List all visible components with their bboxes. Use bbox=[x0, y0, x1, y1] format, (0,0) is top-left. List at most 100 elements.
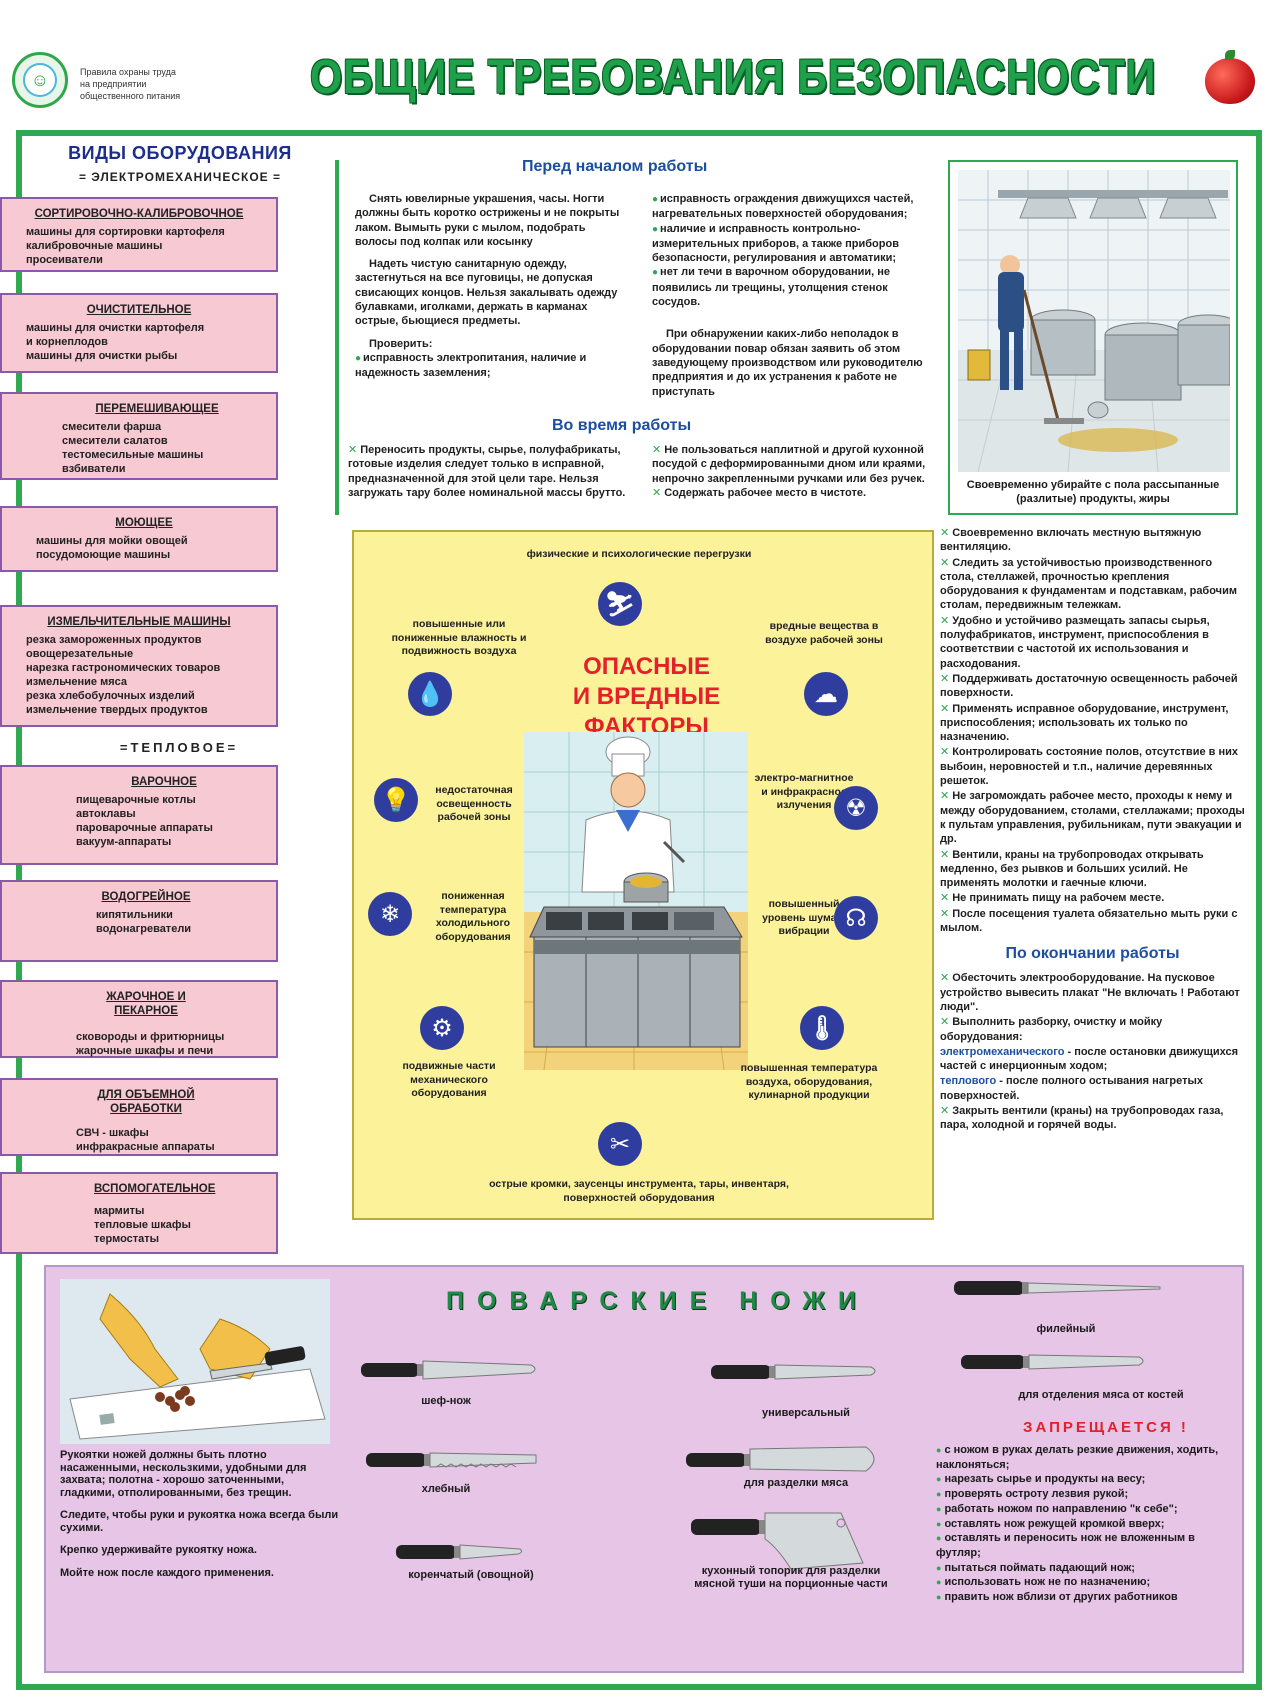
group-item: нарезка гастрономических товаров bbox=[26, 662, 221, 674]
rule-item: Вентили, краны на трубопроводах открыват… bbox=[940, 848, 1245, 891]
hazard-light: недостаточная освещенность рабочей зоны bbox=[435, 784, 513, 823]
paring-knife-icon bbox=[396, 1544, 523, 1560]
forbidden-item: пытаться поймать падающий нож; bbox=[936, 1561, 1241, 1576]
hazard-overload: физические и психологические перегрузки bbox=[526, 548, 752, 560]
during-work-col1: Переносить продукты, сырье, полуфабрикат… bbox=[348, 443, 628, 500]
cutting-hands-illustration bbox=[60, 1279, 330, 1444]
equipment-title: ВИДЫ ОБОРУДОВАНИЯ bbox=[68, 143, 292, 163]
paring-knife-label: коренчатый (овощной) bbox=[408, 1569, 534, 1581]
group-heading: СОРТИРОВОЧНО-КАЛИБРОВОЧНОЕ bbox=[34, 208, 244, 220]
divider bbox=[335, 160, 339, 515]
group-item: тестомесильные машины bbox=[62, 449, 204, 461]
cleaver-icon bbox=[691, 1512, 864, 1570]
group-item: инфракрасные аппараты bbox=[76, 1141, 215, 1153]
knives-title: ПОВАРСКИЕ НОЖИ bbox=[446, 1287, 869, 1315]
during-item-text: Содержать рабочее место в чистоте. bbox=[664, 486, 866, 499]
fillet-knife-icon bbox=[954, 1281, 1161, 1295]
noise-icon: ☊ bbox=[834, 896, 878, 940]
hazards-title: ОПАСНЫЕ И ВРЕДНЫЕ ФАКТОРЫ bbox=[509, 652, 784, 742]
group-heading: ВОДОГРЕЙНОЕ bbox=[101, 891, 191, 903]
rule-item: Не загромождать рабочее место, проходы к… bbox=[940, 789, 1245, 846]
group-heading: ИЗМЕЛЬЧИТЕЛЬНЫЕ МАШИНЫ bbox=[47, 616, 231, 628]
before-work-col2: исправность ограждения движущихся частей… bbox=[652, 192, 937, 407]
hazard-harmful: вредные вещества в воздухе рабочей зоны bbox=[765, 620, 883, 646]
forbidden-item: оставлять нож режущей кромкой вверх; bbox=[936, 1517, 1241, 1532]
logo: ☺ bbox=[12, 52, 68, 108]
rule-item: После посещения туалета обязательно мыть… bbox=[940, 907, 1245, 936]
page-title: ОБЩИЕ ТРЕБОВАНИЯ БЕЗОПАСНОСТИ bbox=[310, 51, 1157, 104]
forbidden-text: работать ножом по направлению "к себе"; bbox=[944, 1502, 1178, 1515]
rule-text: Следить за устойчивостью производственно… bbox=[940, 556, 1237, 612]
after-subitem: электромеханического - после остановки д… bbox=[940, 1045, 1245, 1074]
rule-text: Поддерживать достаточную освещенность ра… bbox=[940, 672, 1238, 700]
subtitle-line: Правила охраны труда bbox=[80, 67, 176, 77]
humidity-icon: 💧 bbox=[408, 672, 452, 716]
group-item: СВЧ - шкафы bbox=[76, 1127, 149, 1139]
forbidden-list: с ножом в руках делать резкие движения, … bbox=[936, 1443, 1241, 1605]
group-item: просеиватели bbox=[26, 254, 103, 266]
check-item-text: исправность ограждения движущихся частей… bbox=[652, 193, 914, 221]
check-item-text: исправность электропитания, наличие и на… bbox=[355, 351, 587, 380]
forbidden-text: проверять остроту лезвия рукой; bbox=[944, 1488, 1129, 1501]
gear-icon: ⚙ bbox=[420, 1006, 464, 1050]
rule-text: Контролировать состояние полов, отсутств… bbox=[940, 746, 1238, 788]
advice-item: Следите, чтобы руки и рукоятка ножа всег… bbox=[60, 1509, 339, 1534]
rule-item: Следить за устойчивостью производственно… bbox=[940, 556, 1245, 613]
snowflake-icon: ❄ bbox=[368, 892, 412, 936]
butcher-knife-icon bbox=[686, 1446, 875, 1472]
forbidden-text: использовать нож не по назначению; bbox=[944, 1576, 1151, 1589]
equipment-group: ПЕРЕМЕШИВАЮЩЕЕ смесители фарша смесители… bbox=[0, 392, 278, 480]
forbidden-item: править нож вблизи от других работников bbox=[936, 1590, 1241, 1605]
boning-knife-icon bbox=[961, 1354, 1144, 1370]
header: ☺ Правила охраны труда на предприятии об… bbox=[0, 0, 1276, 125]
during-item: Содержать рабочее место в чистоте. bbox=[652, 486, 937, 500]
fillet-knife-label: филейный bbox=[1036, 1323, 1096, 1335]
subtitle-line: общественного питания bbox=[80, 91, 181, 101]
equipment-group: ИЗМЕЛЬЧИТЕЛЬНЫЕ МАШИНЫ резка замороженны… bbox=[0, 605, 278, 727]
safety-rules: Своевременно включать местную вытяжную в… bbox=[940, 526, 1245, 1134]
group-heading: ДЛЯ ОБЪЕМНОЙ ОБРАБОТКИ bbox=[97, 1089, 195, 1115]
group-heading: ОЧИСТИТЕЛЬНОЕ bbox=[86, 304, 192, 316]
group-heading: ВАРОЧНОЕ bbox=[131, 776, 197, 788]
forbidden-text: пытаться поймать падающий нож; bbox=[944, 1561, 1135, 1574]
group-item: и корнеплодов bbox=[26, 336, 108, 348]
group-item: сковороды и фритюрницы bbox=[76, 1031, 225, 1043]
overload-icon: ⛷ bbox=[598, 582, 642, 626]
during-item: Переносить продукты, сырье, полуфабрикат… bbox=[348, 443, 628, 500]
rule-item: Своевременно включать местную вытяжную в… bbox=[940, 526, 1245, 555]
poster-subtitle: Правила охраны труда на предприятии обще… bbox=[80, 66, 240, 102]
rule-text: Вентили, краны на трубопроводах открыват… bbox=[940, 848, 1204, 890]
after-item-text: - после полного остывания нагретых повер… bbox=[940, 1075, 1204, 1102]
cleaver-label: кухонный топорик для разделки мясной туш… bbox=[694, 1565, 888, 1590]
equipment-group: ЖАРОЧНОЕ И ПЕКАРНОЕ сковороды и фритюрни… bbox=[0, 980, 278, 1058]
forbidden-text: нарезать сырье и продукты на весу; bbox=[944, 1473, 1146, 1486]
hazard-moving-parts: подвижные части механического оборудован… bbox=[402, 1060, 496, 1099]
thermal-label: =ТЕПЛОВОЕ= bbox=[119, 740, 239, 755]
hazards-panel: физические и психологические перегрузки … bbox=[352, 530, 934, 1220]
after-item: Закрыть вентили (краны) на трубопроводах… bbox=[940, 1104, 1245, 1133]
rule-text: Своевременно включать местную вытяжную в… bbox=[940, 527, 1202, 554]
after-work-heading: По окончании работы bbox=[1005, 945, 1180, 963]
check-item-text: наличие и исправность контрольно-измерит… bbox=[652, 222, 899, 265]
after-item: Выполнить разборку, очистку и мойку обор… bbox=[940, 1015, 1245, 1044]
forbidden-text: оставлять и переносить нож не вложенным … bbox=[936, 1532, 1195, 1559]
rule-text: Удобно и устойчиво размещать запасы сырь… bbox=[940, 614, 1210, 670]
equipment-group: ВАРОЧНОЕ пищеварочные котлы автоклавы па… bbox=[0, 765, 278, 865]
equipment-group: ДЛЯ ОБЪЕМНОЙ ОБРАБОТКИ СВЧ - шкафы инфра… bbox=[0, 1078, 278, 1156]
rule-item: Применять исправное оборудование, инстру… bbox=[940, 702, 1245, 745]
group-item: водонагреватели bbox=[96, 923, 192, 935]
forbidden-item: проверять остроту лезвия рукой; bbox=[936, 1487, 1241, 1502]
group-item: термостаты bbox=[94, 1233, 160, 1245]
group-item: смесители фарша bbox=[62, 421, 162, 433]
rule-text: Не принимать пищу на рабочем месте. bbox=[952, 892, 1165, 905]
chef-illustration bbox=[524, 732, 748, 1070]
group-heading: ПЕРЕМЕШИВАЮЩЕЕ bbox=[95, 403, 219, 415]
kitchen-caption: Своевременно убирайте с пола рассыпанные… bbox=[966, 479, 1220, 505]
group-heading: ВСПОМОГАТЕЛЬНОЕ bbox=[94, 1183, 216, 1195]
group-item: резка замороженных продуктов bbox=[26, 634, 202, 646]
group-item: машины для сортировки картофеля bbox=[26, 226, 225, 238]
knife-advice: Рукоятки ножей должны быть плотно насаже… bbox=[60, 1449, 340, 1589]
before-work-heading: Перед началом работы bbox=[522, 158, 708, 175]
after-item-text: Обесточить электрооборудование. На пуско… bbox=[940, 972, 1240, 1013]
keyword: электромеханического bbox=[940, 1045, 1065, 1058]
